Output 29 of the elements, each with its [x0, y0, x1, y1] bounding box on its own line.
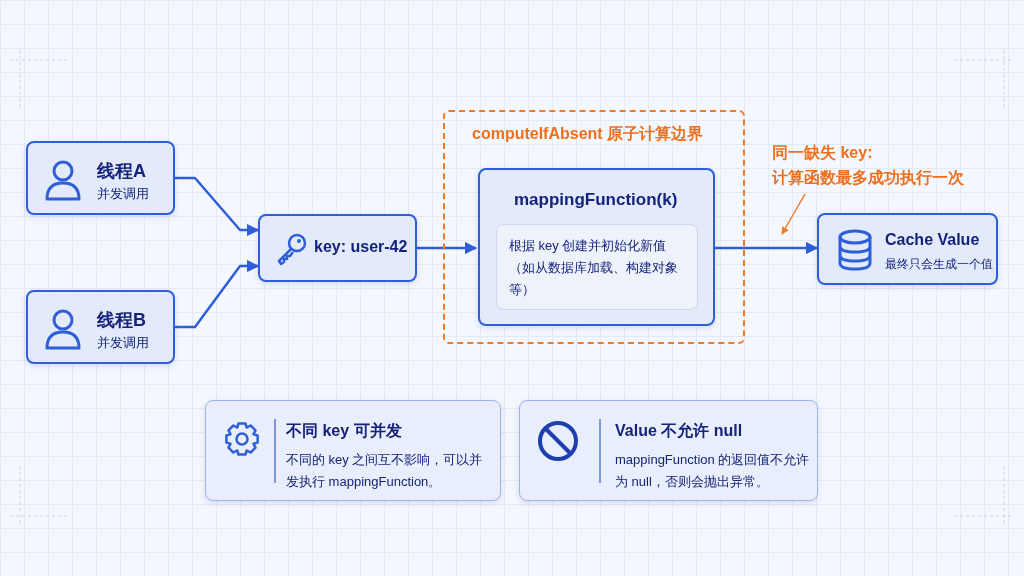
cache-box: [817, 213, 998, 285]
thread-subtitle: 并发调用: [97, 334, 149, 352]
info-card: [205, 400, 501, 501]
card-title: Value 不允许 null: [615, 421, 743, 441]
annotation-text: 同一缺失 key: 计算函数最多成功执行一次: [772, 143, 965, 188]
cache-title: Cache Value: [885, 231, 980, 249]
boundary-title: computeIfAbsent 原子计算边界: [472, 124, 704, 144]
key-box: [258, 214, 417, 282]
thread-box: [26, 290, 175, 364]
leader-arrow: [781, 193, 806, 235]
thread-box: [26, 141, 175, 215]
thread-subtitle: 并发调用: [97, 185, 149, 203]
arrow: [417, 241, 478, 255]
arrow: [175, 259, 260, 329]
boundary-box: [443, 110, 745, 344]
card-title: 不同 key 可并发: [286, 421, 402, 441]
arrow: [175, 176, 260, 237]
arrow: [713, 241, 819, 255]
description-card: [496, 224, 698, 310]
key-label: key: user-42: [314, 238, 408, 256]
card-text: 不同的 key 之间互不影响，可以并发执行 mappingFunction。: [286, 451, 484, 491]
thread-title: 线程A: [97, 160, 146, 183]
cache-subtitle: 最终只会生成一个值: [885, 257, 993, 272]
card-text: mappingFunction 的返回值不允许为 null，否则会抛出异常。: [615, 451, 811, 491]
thread-title: 线程B: [97, 309, 146, 332]
function-box: [478, 168, 715, 326]
info-card: [519, 400, 818, 501]
function-title: mappingFunction(k): [514, 190, 678, 210]
description-text: 根据 key 创建并初始化新值（如从数据库加载、构建对象等）: [509, 237, 679, 299]
